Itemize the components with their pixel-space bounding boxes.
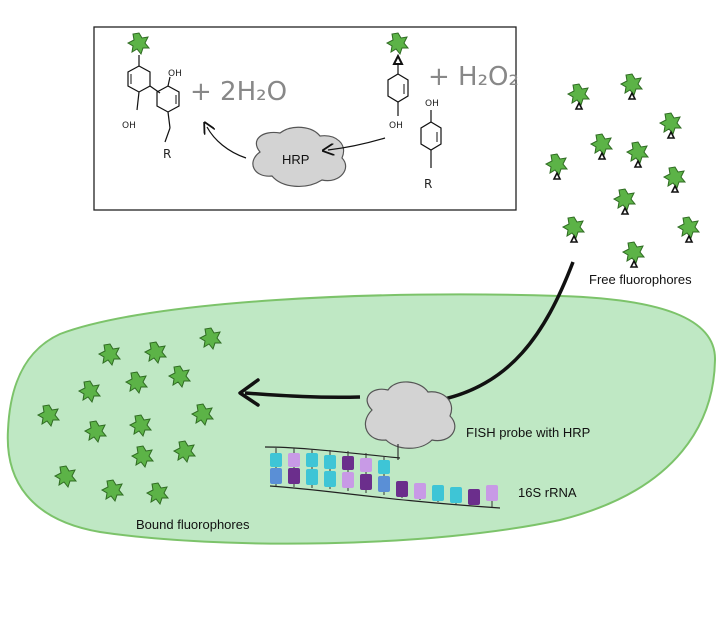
- rrna-label: 16S rRNA: [518, 485, 577, 500]
- free-fluorophore-icon: [678, 217, 699, 242]
- free-fluorophores-cluster: [546, 74, 699, 267]
- water-product-text: + 2H₂O: [190, 77, 287, 107]
- free-fluorophore-icon: [614, 189, 635, 214]
- target-bases: [270, 468, 498, 505]
- free-fluorophore-icon: [660, 113, 681, 138]
- tyrosine-molecule: OH R: [420, 99, 442, 191]
- free-fluorophore-icon: [664, 167, 685, 192]
- rrna-strand: [264, 446, 501, 509]
- free-fluorophore-icon: [627, 142, 648, 167]
- peroxide-reactant-text: + H₂O₂: [428, 62, 519, 92]
- bound-fluorophores-label: Bound fluorophores: [136, 517, 250, 532]
- reaction-arrow-in: [328, 137, 386, 150]
- product-molecule: OH OH R: [122, 32, 182, 161]
- free-fluorophore-icon: [568, 84, 589, 109]
- hrp-label: HRP: [282, 152, 309, 167]
- hrp-enzyme-icon: [252, 126, 347, 187]
- reactant-fluorophore-molecule: OH: [386, 32, 409, 131]
- bacterial-cell: [6, 293, 717, 545]
- product-oh-top: OH: [168, 69, 182, 79]
- hrp-probe-icon: [364, 381, 456, 449]
- fish-probe-label: FISH probe with HRP: [466, 425, 590, 440]
- reactant-oh: OH: [389, 121, 403, 131]
- reaction-scheme: OH OH R + 2H₂O OH + H₂O₂ OH R HRP: [93, 26, 519, 211]
- free-fluorophore-icon: [546, 154, 567, 179]
- deposition-arrowhead-icon: [238, 378, 260, 407]
- product-r-group: R: [163, 147, 171, 161]
- tyrosine-r-group: R: [424, 177, 432, 191]
- probe-bases: [270, 453, 390, 474]
- free-fluorophore-icon: [621, 74, 642, 99]
- activation-arrow: [439, 261, 575, 402]
- free-fluorophore-icon: [591, 134, 612, 159]
- product-oh-left: OH: [122, 121, 136, 131]
- deposition-arrow: [244, 391, 361, 400]
- tyrosine-oh: OH: [425, 99, 439, 109]
- free-fluorophore-icon: [623, 242, 644, 267]
- reaction-arrow-out: [207, 127, 247, 159]
- free-fluorophore-icon: [563, 217, 584, 242]
- free-fluorophores-label: Free fluorophores: [589, 272, 692, 287]
